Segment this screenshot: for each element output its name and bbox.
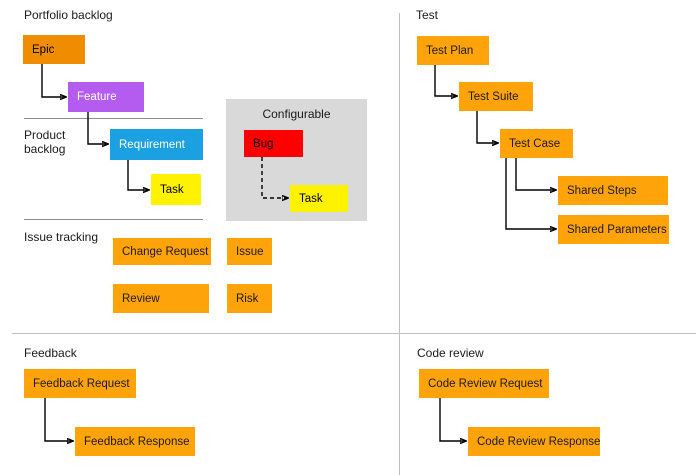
node-shared-parameters[interactable]: Shared Parameters <box>558 215 669 244</box>
divider-product-issue <box>24 219 203 220</box>
caption-portfolio-backlog: Portfolio backlog <box>24 8 113 22</box>
node-epic[interactable]: Epic <box>23 35 85 64</box>
node-feature[interactable]: Feature <box>68 82 144 112</box>
caption-test: Test <box>416 8 439 22</box>
node-requirement[interactable]: Requirement <box>110 129 203 160</box>
caption-issue-tracking: Issue tracking <box>24 230 99 244</box>
node-test-case[interactable]: Test Case <box>500 129 573 158</box>
divider-vertical-main <box>399 13 400 475</box>
connector-testplan-to-testsuite <box>434 65 457 96</box>
node-review[interactable]: Review <box>113 284 209 313</box>
node-test-suite[interactable]: Test Suite <box>459 82 533 111</box>
node-feedback-request[interactable]: Feedback Request <box>24 369 136 398</box>
node-shared-steps[interactable]: Shared Steps <box>558 176 668 205</box>
connector-feature-to-requirement <box>87 112 108 144</box>
connector-testcase-to-sharedparameters <box>505 158 556 229</box>
connector-feedbackrequest-to-feedbackresponse <box>44 398 73 441</box>
node-configurable-task[interactable]: Task <box>290 185 348 212</box>
node-risk[interactable]: Risk <box>227 284 272 313</box>
divider-horizontal-main <box>12 333 696 334</box>
caption-feedback: Feedback <box>24 346 77 360</box>
node-feedback-response[interactable]: Feedback Response <box>75 427 195 456</box>
node-code-review-response[interactable]: Code Review Response <box>468 427 600 456</box>
connector-requirement-to-task <box>127 160 149 190</box>
divider-portfolio-product <box>24 118 203 119</box>
connector-epic-to-feature <box>41 64 66 97</box>
node-task[interactable]: Task <box>151 174 201 205</box>
node-test-plan[interactable]: Test Plan <box>417 36 489 65</box>
caption-code-review: Code review <box>417 346 484 360</box>
connector-testsuite-to-testcase <box>476 111 498 143</box>
connector-codereviewrequest-to-codereviewresponse <box>439 398 466 441</box>
node-change-request[interactable]: Change Request <box>113 238 211 265</box>
node-code-review-request[interactable]: Code Review Request <box>419 369 549 398</box>
node-bug[interactable]: Bug <box>244 130 303 157</box>
configurable-panel-title: Configurable <box>262 107 331 121</box>
caption-product-backlog: Product backlog <box>24 128 66 156</box>
node-issue[interactable]: Issue <box>227 238 272 265</box>
connector-testcase-to-sharedsteps <box>515 158 556 190</box>
